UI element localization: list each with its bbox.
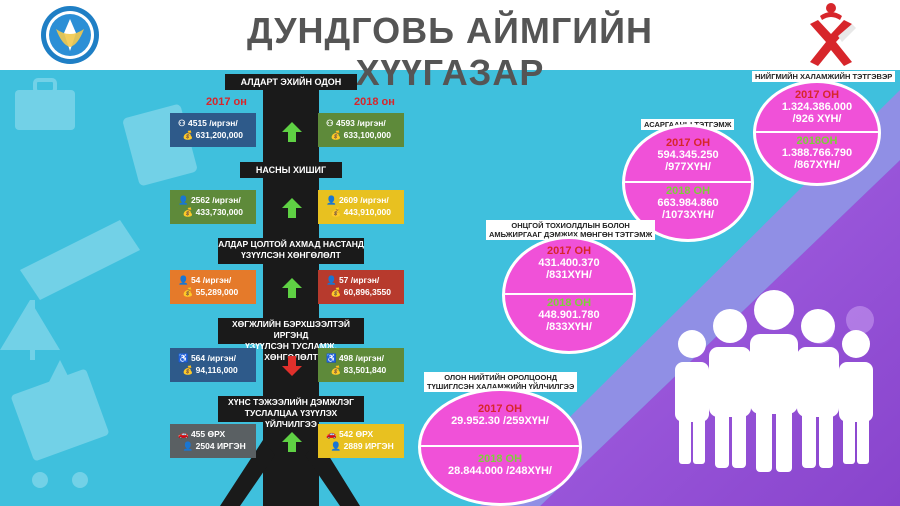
up-arrow-icon — [282, 198, 302, 218]
label-line: ҮЗҮҮЛСЭН ХӨНГӨЛӨЛТ — [241, 250, 341, 260]
section5-2017-box: 🚗 455 ӨРХ 👤 2504 ИРГЭН — [170, 424, 256, 458]
year-right-label: 2018 он — [354, 96, 395, 108]
section1-2017-box: ⚇ 4515 /иргэн/ 💰 631,200,000 — [170, 113, 256, 147]
value-amount: 443,910,000 — [343, 207, 391, 217]
up-arrow-icon — [282, 122, 302, 142]
section-label-alдарт-eh: АЛДАРТ ЭХИЙН ОДОН — [225, 74, 357, 90]
circle-year-2018: 2018 ОН — [477, 453, 523, 465]
section5-2018-box: 🚗 542 ӨРХ 👤 2889 ИРГЭН — [318, 424, 404, 458]
circle-year-2017: 2017 ОН — [794, 89, 840, 101]
label-line: ТҮШИГЛСЭН ХАЛАМЖИЙН ҮЙЛЧИЛГЭЭ — [427, 382, 575, 391]
value-amount: 2504 ИРГЭН — [195, 441, 246, 451]
circle-label-community: ОЛОН НИЙТИЙН ОРОЛЦООНД ТҮШИГЛСЭН ХАЛАМЖИ… — [424, 372, 578, 392]
value-amount: 60,896,3550 — [343, 287, 391, 297]
circle-year-2018: 2018 ОН — [546, 297, 592, 309]
value-amount: 83,501,840 — [343, 365, 387, 375]
circle-bottom-half: 2018 ОН 28.844.000 /248ХҮН/ — [421, 447, 579, 503]
value-count: 2609 /иргэн/ — [338, 195, 389, 205]
label-line: АМЬЖИРГААГ ДЭМЖИХ МӨНГӨН ТЭТГЭМЖ — [489, 230, 653, 239]
circle-value: 448.901.780 — [538, 309, 600, 321]
circle-top-half: 2017 ОН 29.952.30 /259ХҮН/ — [421, 391, 579, 447]
circle-value: 28.844.000 /248ХҮН/ — [448, 465, 552, 477]
value-count: 498 /иргэн/ — [338, 353, 385, 363]
circle-value: 1.388.766.790 — [781, 147, 853, 159]
circle-bottom-half: 2018ОН 1.388.766.790 /867ХҮН/ — [756, 133, 878, 183]
section-label-nasny-hishig: НАСНЫ ХИШИГ — [240, 162, 342, 178]
circle-bottom-half: 2018 ОН 448.901.780 /833ХҮН/ — [505, 295, 633, 351]
circle-value: 431.400.370 — [538, 257, 600, 269]
circle-value: 663.984.860 — [657, 197, 719, 209]
value-amount: 94,116,000 — [195, 365, 238, 375]
value-count: 542 ӨРХ — [338, 429, 374, 439]
circle-label-emergency: ОНЦГОЙ ТОХИОЛДЛЫН БОЛОН АМЬЖИРГААГ ДЭМЖИ… — [486, 220, 656, 240]
header-bar — [0, 0, 900, 70]
section4-2017-box: ♿ 564 /иргэн/ 💰 94,116,000 — [170, 348, 256, 382]
circle-year-2018: 2018ОН — [796, 135, 838, 147]
circle-top-half: 2017 ОН 594.345.250 /977ХҮН/ — [625, 127, 751, 183]
down-arrow-icon — [282, 356, 302, 376]
circle-value: /833ХҮН/ — [546, 321, 592, 333]
section-label-aldar-tsoltoi: АЛДАР ЦОЛТОЙ АХМАД НАСТАНД ҮЗҮҮЛСЭН ХӨНГ… — [218, 238, 364, 264]
section4-2018-box: ♿ 498 /иргэн/ 💰 83,501,840 — [318, 348, 404, 382]
value-count: 455 ӨРХ — [190, 429, 226, 439]
circle-year-2017: 2017 ОН — [665, 137, 711, 149]
value-amount: 433,730,000 — [195, 207, 243, 217]
section2-2018-box: 👤 2609 /иргэн/ 💰 443,910,000 — [318, 190, 404, 224]
circle-value: /926 ХҮН/ — [792, 113, 842, 125]
value-count: 57 /иргэн/ — [338, 275, 380, 285]
value-amount: 631,200,000 — [195, 130, 243, 140]
value-count: 2562 /иргэн/ — [190, 195, 241, 205]
page-title: ДУНДГОВЬ АЙМГИЙН ХҮҮГАЗАР — [247, 10, 653, 93]
circle-emergency: 2017 ОН 431.400.370 /831ХҮН/ 2018 ОН 448… — [502, 236, 636, 354]
circle-value: 1.324.386.000 — [781, 101, 853, 113]
label-line: АЛДАР ЦОЛТОЙ АХМАД НАСТАНД — [218, 239, 364, 249]
label-line: ТУСЛАЛЦАА ҮЗҮҮЛЭХ ҮЙЛЧИЛГЭЭ — [244, 408, 338, 429]
label-line: ХҮНС ТЭЖЭЭЛИЙН ДЭМЖЛЭГ — [228, 397, 354, 407]
circle-year-2018: 2018 ОН — [665, 185, 711, 197]
label-line: ОНЦГОЙ ТОХИОЛДЛЫН БОЛОН — [511, 221, 630, 230]
circle-pension: 2017 ОН 1.324.386.000 /926 ХҮН/ 2018ОН 1… — [753, 80, 881, 186]
value-amount: 633,100,000 — [343, 130, 391, 140]
circle-value: 594.345.250 — [657, 149, 719, 161]
year-left-label: 2017 он — [206, 96, 247, 108]
value-count: 4515 /иргэн/ — [187, 118, 238, 128]
up-arrow-icon — [282, 432, 302, 452]
section2-2017-box: 👤 2562 /иргэн/ 💰 433,730,000 — [170, 190, 256, 224]
circle-year-2017: 2017 ОН — [477, 403, 523, 415]
agency-logo — [41, 6, 99, 64]
value-count: 564 /иргэн/ — [190, 353, 237, 363]
label-line: ХӨГЖЛИЙН БЭРХШЭЭЛТЭЙ ИРГЭНД — [231, 319, 351, 340]
people-group-icon — [675, 290, 873, 472]
section-label-hogjliin-berhsheel: ХӨГЖЛИЙН БЭРХШЭЭЛТЭЙ ИРГЭНД ҮЗҮҮЛСЭН ТУС… — [218, 318, 364, 362]
circle-value: /867ХҮН/ — [794, 159, 840, 171]
circle-value: /831ХҮН/ — [546, 269, 592, 281]
circle-year-2017: 2017 ОН — [546, 245, 592, 257]
up-arrow-icon — [282, 278, 302, 298]
value-amount: 2889 ИРГЭН — [343, 441, 394, 451]
value-count: 54 /иргэн/ — [190, 275, 232, 285]
circle-top-half: 2017 ОН 1.324.386.000 /926 ХҮН/ — [756, 83, 878, 133]
circle-value: 29.952.30 /259ХҮН/ — [451, 415, 549, 427]
circle-community: 2017 ОН 29.952.30 /259ХҮН/ 2018 ОН 28.84… — [418, 388, 582, 506]
section-label-huns-tejeel: ХҮНС ТЭЖЭЭЛИЙН ДЭМЖЛЭГ ТУСЛАЛЦАА ҮЗҮҮЛЭХ… — [218, 396, 364, 429]
circle-top-half: 2017 ОН 431.400.370 /831ХҮН/ — [505, 239, 633, 295]
circle-label-pension: НИЙГМИЙН ХАЛАМЖИЙН ТЭТГЭВЭР — [752, 71, 896, 82]
circle-value: /1073ХҮН/ — [662, 209, 714, 221]
party-logo — [810, 3, 856, 66]
circle-bottom-half: 2018 ОН 663.984.860 /1073ХҮН/ — [625, 183, 751, 239]
value-amount: 55,289,000 — [195, 287, 239, 297]
value-count: 4593 /иргэн/ — [335, 118, 386, 128]
section1-2018-box: ⚇ 4593 /иргэн/ 💰 633,100,000 — [318, 113, 404, 147]
label-line: ОЛОН НИЙТИЙН ОРОЛЦООНД — [444, 373, 558, 382]
section3-2017-box: 👤 54 /иргэн/ 💰 55,289,000 — [170, 270, 256, 304]
circle-value: /977ХҮН/ — [665, 161, 711, 173]
section3-2018-box: 👤 57 /иргэн/ 💰 60,896,3550 — [318, 270, 404, 304]
